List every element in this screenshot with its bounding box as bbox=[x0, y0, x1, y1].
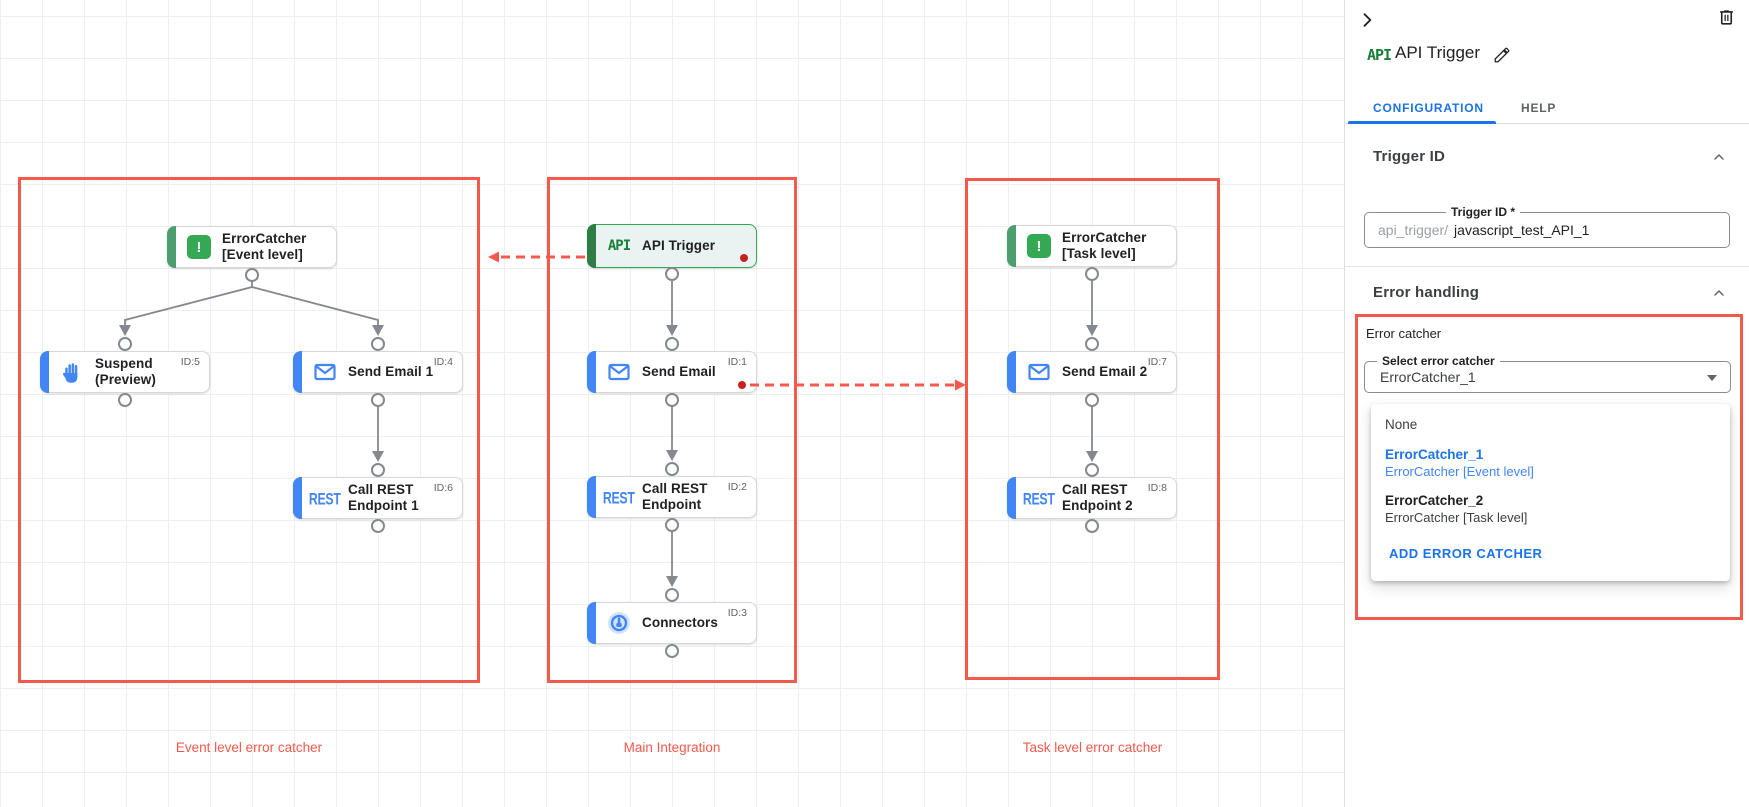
config-panel: API API Trigger CONFIGURATION HELP Trigg… bbox=[1344, 0, 1749, 807]
node-label: Connectors bbox=[642, 614, 719, 630]
mail-icon bbox=[1028, 363, 1050, 381]
node-accent-bar bbox=[40, 351, 49, 393]
integration-canvas[interactable]: Event level error catcher Main Integrati… bbox=[0, 0, 1344, 807]
chevron-right-icon bbox=[1363, 13, 1372, 27]
panel-title: API Trigger bbox=[1395, 43, 1481, 62]
collapse-trigger-id-chevron-up-icon[interactable] bbox=[1711, 149, 1727, 165]
section-error-handling: Error handling bbox=[1373, 284, 1480, 301]
node-accent-bar bbox=[587, 476, 596, 518]
node-id-badge: ID:2 bbox=[727, 481, 747, 493]
trigger-id-value: javascript_test_API_1 bbox=[1454, 222, 1590, 238]
hand-icon bbox=[62, 363, 78, 383]
trash-icon bbox=[1720, 10, 1733, 25]
node-id-badge: ID:5 bbox=[180, 356, 200, 368]
error-link-arrowhead bbox=[488, 251, 499, 263]
error-catcher-group-label: Error catcher bbox=[1366, 326, 1442, 341]
group-label-main-integration: Main Integration bbox=[623, 740, 721, 755]
group-box-event-level bbox=[18, 177, 480, 683]
pencil-icon bbox=[1494, 47, 1510, 63]
node-id-badge: ID:4 bbox=[433, 356, 453, 368]
trigger-id-prefix: api_trigger/ bbox=[1378, 222, 1449, 238]
connector-icon bbox=[608, 612, 630, 634]
node-id-badge: ID:7 bbox=[1147, 356, 1167, 368]
api-icon: API bbox=[607, 238, 631, 254]
node-accent-bar bbox=[167, 226, 176, 268]
error-catcher-dropdown: None ErrorCatcher_1 ErrorCatcher [Event … bbox=[1371, 404, 1730, 581]
delete-trigger-button[interactable] bbox=[1717, 8, 1736, 27]
node-connectors[interactable]: Connectors ID:3 bbox=[587, 602, 757, 644]
node-label: Send Email 1 bbox=[348, 363, 434, 379]
trigger-id-field-label: Trigger ID * bbox=[1446, 205, 1521, 219]
select-error-catcher-value: ErrorCatcher_1 bbox=[1380, 369, 1476, 385]
node-send-email[interactable]: Send Email ID:1 bbox=[587, 351, 757, 393]
node-label: Send Email 2 bbox=[1062, 363, 1148, 379]
node-accent-bar bbox=[587, 351, 596, 393]
node-accent-bar bbox=[1007, 225, 1016, 267]
error-catcher-icon: ! bbox=[187, 235, 211, 259]
node-accent-bar bbox=[293, 351, 302, 393]
api-trigger-badge-icon: API bbox=[1367, 46, 1392, 64]
node-id-badge: ID:6 bbox=[433, 482, 453, 494]
tab-help[interactable]: HELP bbox=[1521, 101, 1557, 115]
select-error-catcher-label: Select error catcher bbox=[1377, 354, 1500, 368]
edit-title-button[interactable] bbox=[1493, 46, 1511, 64]
node-label: ErrorCatcher[Task level] bbox=[1062, 229, 1147, 261]
group-label-task-level: Task level error catcher bbox=[1022, 740, 1163, 755]
error-catcher-highlight-box bbox=[1355, 314, 1743, 620]
group-label-event-level: Event level error catcher bbox=[175, 740, 323, 755]
collapse-error-handling-chevron-up-icon[interactable] bbox=[1711, 285, 1727, 301]
group-box-main-integration bbox=[547, 177, 797, 683]
node-suspend[interactable]: Suspend(Preview) ID:5 bbox=[40, 351, 210, 393]
node-label: Suspend(Preview) bbox=[95, 355, 156, 387]
node-send-email-1[interactable]: Send Email 1 ID:4 bbox=[293, 351, 463, 393]
section-trigger-id: Trigger ID bbox=[1373, 148, 1446, 165]
rest-icon: REST bbox=[309, 488, 341, 508]
node-send-email-2[interactable]: Send Email 2 ID:7 bbox=[1007, 351, 1177, 393]
node-errorcatcher-event-level[interactable]: ! ErrorCatcher[Event level] bbox=[167, 226, 337, 268]
node-accent-bar bbox=[1007, 351, 1016, 393]
trigger-id-field[interactable]: api_trigger/ javascript_test_API_1 bbox=[1364, 212, 1730, 248]
node-label: ErrorCatcher[Event level] bbox=[222, 230, 307, 262]
node-errorcatcher-task-level[interactable]: ! ErrorCatcher[Task level] bbox=[1007, 225, 1177, 267]
add-error-catcher-button[interactable]: ADD ERROR CATCHER bbox=[1385, 544, 1546, 563]
section-divider bbox=[1345, 266, 1749, 267]
mail-icon bbox=[608, 363, 630, 381]
rest-icon: REST bbox=[603, 487, 635, 507]
dropdown-option-errorcatcher-2[interactable]: ErrorCatcher_2 ErrorCatcher [Task level] bbox=[1385, 493, 1528, 525]
node-accent-bar bbox=[293, 477, 302, 519]
rest-icon: REST bbox=[1023, 488, 1055, 508]
tab-configuration[interactable]: CONFIGURATION bbox=[1373, 101, 1484, 115]
node-api-trigger[interactable]: API API Trigger bbox=[587, 224, 757, 268]
node-accent-bar bbox=[1007, 477, 1016, 519]
node-label: Send Email bbox=[642, 363, 716, 379]
node-accent-bar bbox=[587, 602, 596, 644]
node-id-badge: ID:1 bbox=[727, 356, 747, 368]
error-catcher-icon: ! bbox=[1027, 234, 1051, 258]
node-label: API Trigger bbox=[642, 237, 716, 253]
panel-tabs: CONFIGURATION HELP bbox=[1345, 96, 1749, 124]
mail-icon bbox=[314, 363, 336, 381]
dropdown-caret-icon bbox=[1707, 375, 1717, 381]
node-id-badge: ID:8 bbox=[1147, 482, 1167, 494]
dropdown-option-none[interactable]: None bbox=[1385, 417, 1418, 432]
node-accent-bar bbox=[587, 224, 596, 268]
node-id-badge: ID:3 bbox=[727, 607, 747, 619]
dropdown-option-errorcatcher-1[interactable]: ErrorCatcher_1 ErrorCatcher [Event level… bbox=[1385, 447, 1534, 479]
group-box-task-level bbox=[965, 178, 1220, 680]
active-tab-indicator bbox=[1348, 121, 1496, 124]
collapse-panel-button[interactable] bbox=[1357, 10, 1377, 30]
